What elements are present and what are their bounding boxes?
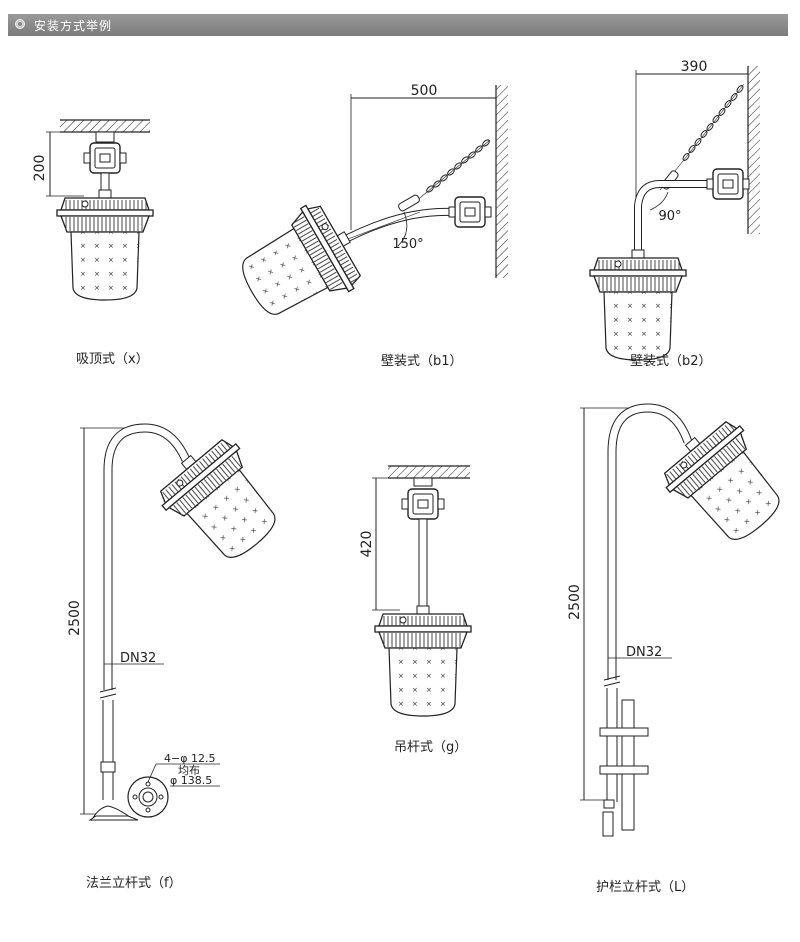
caption-b1: 壁装式（b1）: [381, 354, 463, 369]
dim-x: 200: [32, 155, 48, 182]
view-flange-pole: 2500 DN32 4−φ 12.5 均布 φ 138.5: [67, 423, 295, 822]
view-wall-mount-b2: 390 90°: [589, 59, 760, 361]
even-note: 均布: [178, 764, 200, 777]
dim-b1: 500: [411, 83, 438, 99]
pcd-note: φ 138.5: [170, 774, 212, 787]
view-ceiling-mount: 200: [32, 119, 154, 301]
caption-x: 吸顶式（x）: [76, 352, 149, 367]
caption-L: 护栏立杆式（L）: [596, 880, 695, 895]
dim-L: 2500: [567, 584, 583, 620]
bullet-icon: [15, 19, 25, 29]
angle-b2: 90°: [658, 209, 681, 224]
dim-g: 420: [359, 531, 375, 558]
pipe-f: DN32: [120, 651, 156, 666]
section-title: 安装方式举例: [34, 19, 113, 33]
dim-f: 2500: [67, 600, 83, 636]
view-pendant-rod: 420: [359, 465, 472, 717]
dim-b2: 390: [681, 59, 708, 75]
pipe-L: DN32: [626, 645, 662, 660]
caption-g: 吊杆式（g）: [394, 740, 468, 755]
chain: [398, 138, 491, 212]
angle-b1: 150°: [392, 237, 423, 252]
view-wall-mount-b1: 500 150°: [227, 83, 508, 335]
hole-note: 4−φ 12.5: [164, 752, 215, 765]
section-header: 安装方式举例: [8, 14, 788, 36]
caption-b2: 壁装式（b2）: [630, 354, 712, 369]
view-guardrail-pole: 2500 DN32: [567, 403, 799, 837]
caption-f: 法兰立杆式（f）: [86, 876, 182, 891]
